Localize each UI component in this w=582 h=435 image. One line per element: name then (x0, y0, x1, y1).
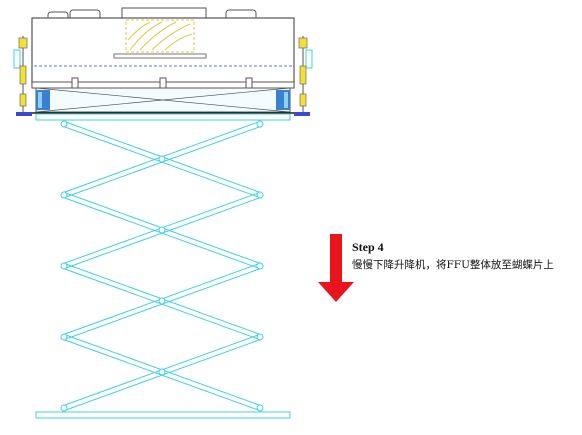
ffu-diffuser-x (35, 87, 291, 113)
lift-pivots (60, 120, 264, 412)
down-arrow-icon (318, 234, 354, 302)
lift-pivot (60, 404, 68, 412)
lift-pivot (158, 155, 166, 163)
ffu-fan-pattern (125, 19, 195, 53)
hanger-left (13, 36, 32, 116)
ffu-unit (31, 7, 295, 114)
lift-pivot (60, 262, 68, 270)
lift-pivot (158, 368, 166, 376)
ffu-side-blocks (36, 90, 290, 110)
step-title: Step 4 (352, 240, 384, 254)
lift-pivot (256, 333, 264, 341)
lift-pivot (256, 262, 264, 270)
step-description: 慢慢下降升降机，将FFU整体放至蝴蝶片上 (352, 259, 554, 271)
lift-arms (62, 121, 262, 411)
lift-pivot (60, 333, 68, 341)
ffu-grille (113, 53, 207, 59)
lift-pivot (158, 297, 166, 305)
lift-top-platform (35, 113, 291, 121)
lift-bottom-platform (35, 411, 291, 419)
hanger-right (294, 36, 313, 116)
lift-pivot (158, 226, 166, 234)
lift-pivot (256, 404, 264, 412)
lift-pivot (256, 120, 264, 128)
scissor-lift (35, 113, 291, 419)
lift-pivot (256, 191, 264, 199)
lift-pivot (60, 120, 68, 128)
lift-pivot (60, 191, 68, 199)
